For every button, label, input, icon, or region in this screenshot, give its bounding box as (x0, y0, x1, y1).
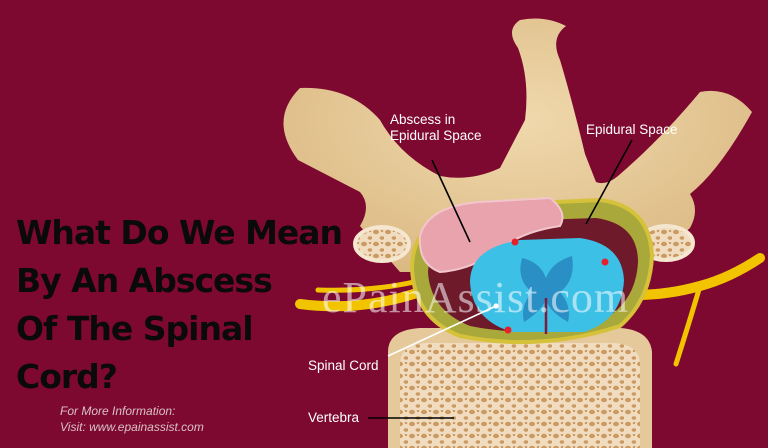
label-epidural-space: Epidural Space (586, 122, 678, 137)
left-process-cut (353, 225, 411, 263)
label-spinal-cord: Spinal Cord (308, 358, 379, 373)
label-abscess-line2: Epidural Space (390, 128, 482, 143)
title-line: Of The Spinal (16, 309, 254, 348)
leader-abscess (431, 159, 471, 243)
label-abscess-line1: Abscess in (390, 112, 456, 127)
title-line: Cord? (16, 357, 118, 396)
info-line2: Visit: www.epainassist.com (60, 420, 204, 434)
vertebral-body-spongy (400, 343, 640, 448)
abscess (418, 196, 564, 274)
right-nerve-branch (673, 283, 703, 367)
vessel-dot (601, 258, 609, 266)
watermark: ePainAssist.com (322, 273, 630, 322)
grey-matter (520, 256, 573, 322)
title-line: What Do We Mean (16, 213, 343, 252)
vessel-dot (504, 326, 512, 334)
info-line1: For More Information: (60, 404, 176, 418)
leader-spinal-cord (387, 305, 497, 357)
leader-spinal-cord-end (493, 303, 499, 309)
label-abscess: Abscess in Epidural Space (390, 112, 482, 144)
vessel-dot (511, 238, 519, 246)
label-vertebra: Vertebra (308, 410, 360, 425)
vertebral-arch (283, 18, 752, 272)
leader-epidural (585, 139, 633, 225)
title-line: By An Abscess (16, 261, 273, 300)
